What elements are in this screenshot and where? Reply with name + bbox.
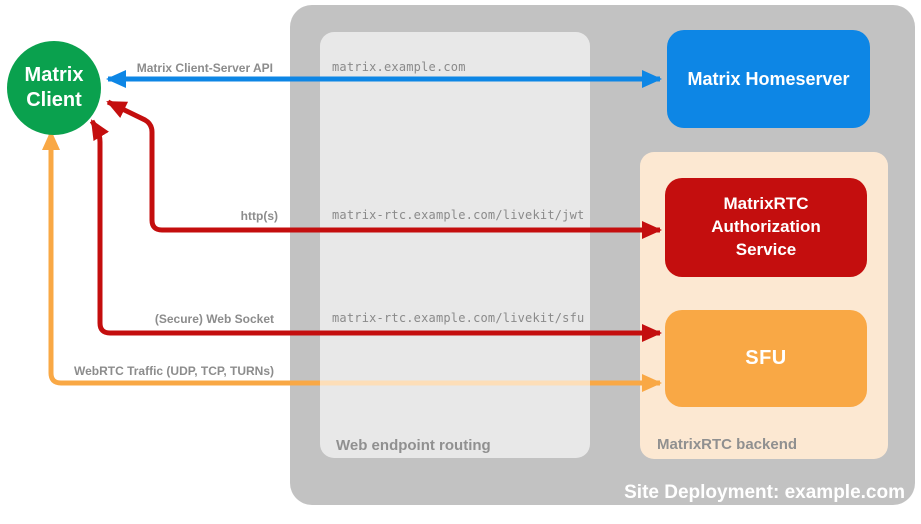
websocket-sfu-arrow xyxy=(89,119,662,342)
http-label: http(s) xyxy=(240,209,278,223)
matrixrtc-auth-service-label: MatrixRTC Authorization Service xyxy=(711,194,821,259)
matrix-client-node: Matrix Client xyxy=(7,41,101,135)
matrixrtc-backend-label: MatrixRTC backend xyxy=(657,436,798,453)
matrix-client-label: Matrix Client xyxy=(24,64,84,111)
client-server-api-label: Matrix Client-Server API xyxy=(136,61,273,75)
webrtc-traffic-label: WebRTC Traffic (UDP, TCP, TURNs) xyxy=(73,364,274,378)
endpoint-livekit-sfu: matrix-rtc.example.com/livekit/sfu xyxy=(332,311,585,325)
endpoint-livekit-jwt: matrix-rtc.example.com/livekit/jwt xyxy=(332,208,585,222)
site-deployment-label: Site Deployment: example.com xyxy=(624,482,905,503)
webrtc-traffic-arrow xyxy=(42,130,600,386)
web-endpoint-routing-label: Web endpoint routing xyxy=(336,437,491,454)
websocket-label: (Secure) Web Socket xyxy=(154,312,274,326)
matrix-homeserver-node: Matrix Homeserver xyxy=(667,30,870,128)
endpoint-matrix-example-com: matrix.example.com xyxy=(332,60,466,74)
matrixrtc-auth-service-node: MatrixRTC Authorization Service xyxy=(665,178,867,277)
matrix-homeserver-label: Matrix Homeserver xyxy=(687,68,850,89)
sfu-label: SFU xyxy=(745,347,787,369)
sfu-node: SFU xyxy=(665,310,867,407)
